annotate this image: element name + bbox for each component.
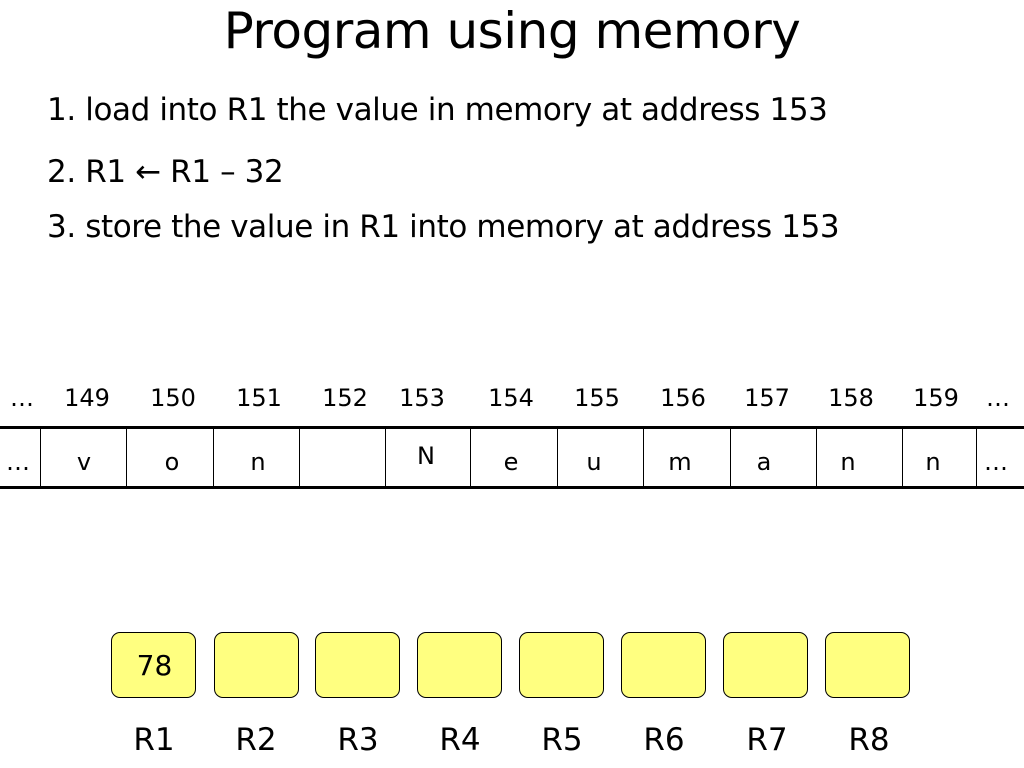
memory-cell-divider <box>299 428 300 486</box>
register-r5-label: R5 <box>541 722 583 758</box>
memory-cell-153: N <box>417 442 435 470</box>
memory-cell-ellipsis-right: … <box>984 448 1008 476</box>
register-r4-label: R4 <box>439 722 481 758</box>
memory-cell-150: o <box>164 448 180 476</box>
memory-cell-149: v <box>76 448 92 476</box>
memory-cell-151: n <box>250 448 266 476</box>
memory-cell-divider <box>470 428 471 486</box>
register-r1-box: 78 <box>111 632 196 698</box>
register-r2-box <box>214 632 299 698</box>
step-1-text: 1. load into R1 the value in memory at a… <box>47 92 828 128</box>
address-155: 155 <box>574 384 620 412</box>
address-154: 154 <box>488 384 534 412</box>
register-r2-label: R2 <box>235 722 277 758</box>
memory-cell-155: u <box>586 448 602 476</box>
address-157: 157 <box>744 384 790 412</box>
address-149: 149 <box>64 384 110 412</box>
memory-cell-divider <box>40 428 41 486</box>
address-150: 150 <box>150 384 196 412</box>
memory-cell-156: m <box>668 448 692 476</box>
address-158: 158 <box>828 384 874 412</box>
address-151: 151 <box>236 384 282 412</box>
address-ellipsis-right: … <box>986 384 1010 412</box>
memory-cell-divider <box>816 428 817 486</box>
memory-cell-divider <box>213 428 214 486</box>
memory-cell-154: e <box>503 448 519 476</box>
memory-cell-ellipsis-left: … <box>6 448 30 476</box>
memory-cell-divider <box>730 428 731 486</box>
memory-cell-159: n <box>925 448 941 476</box>
register-r3-label: R3 <box>337 722 379 758</box>
register-r1-label: R1 <box>133 722 175 758</box>
register-r7-label: R7 <box>746 722 788 758</box>
memory-cell-divider <box>643 428 644 486</box>
step-2-text: 2. R1 ← R1 – 32 <box>47 154 284 190</box>
memory-cell-158: n <box>840 448 856 476</box>
register-r8-box <box>825 632 910 698</box>
register-r8-label: R8 <box>848 722 890 758</box>
address-152: 152 <box>322 384 368 412</box>
register-r6-label: R6 <box>643 722 685 758</box>
page-title: Program using memory <box>223 2 801 60</box>
register-r6-box <box>621 632 706 698</box>
address-156: 156 <box>660 384 706 412</box>
address-159: 159 <box>913 384 959 412</box>
memory-cell-divider <box>126 428 127 486</box>
memory-top-border <box>0 426 1024 429</box>
memory-bottom-border <box>0 486 1024 489</box>
address-ellipsis-left: … <box>10 384 34 412</box>
memory-cell-divider <box>976 428 977 486</box>
register-r1-value: 78 <box>136 649 173 682</box>
register-r5-box <box>519 632 604 698</box>
register-r4-box <box>417 632 502 698</box>
memory-cell-divider <box>385 428 386 486</box>
register-r3-box <box>315 632 400 698</box>
register-r7-box <box>723 632 808 698</box>
memory-cell-divider <box>557 428 558 486</box>
memory-cell-divider <box>902 428 903 486</box>
memory-cell-157: a <box>756 448 772 476</box>
step-3-text: 3. store the value in R1 into memory at … <box>47 209 840 245</box>
address-153: 153 <box>399 384 445 412</box>
